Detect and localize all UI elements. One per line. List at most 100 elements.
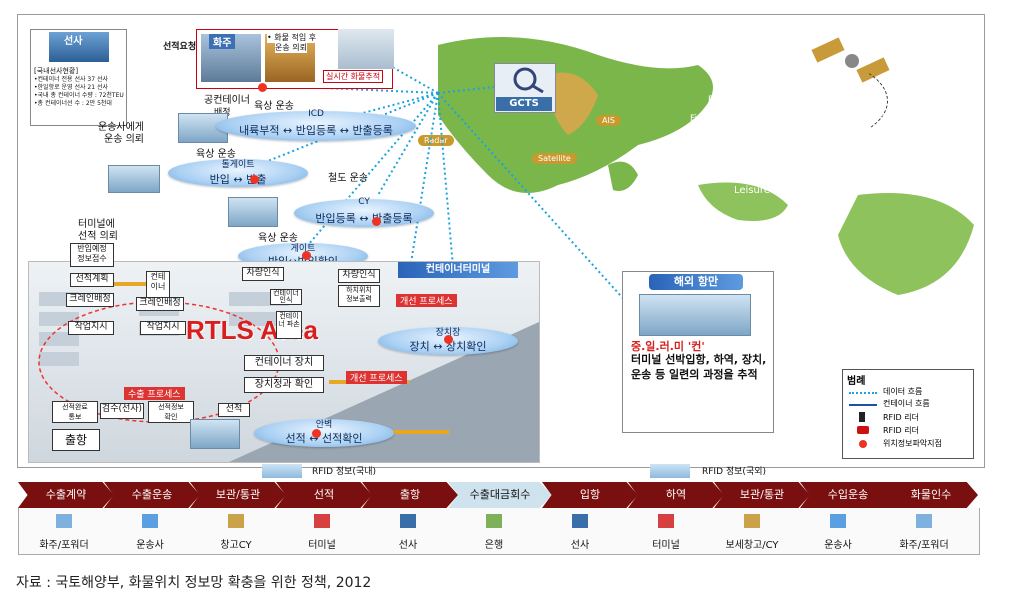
process-step: 출항: [362, 482, 458, 508]
terminal-request-label: 터미널에: [78, 219, 115, 230]
cargo-info-2: 운송 의뢰: [275, 42, 307, 53]
ship-icon: [400, 514, 416, 528]
overseas-highlight: 중.일.러.미 '컨': [631, 340, 705, 353]
legend-title: 범례: [847, 376, 866, 387]
port-zones-list: Port Coastal EEZ Open Sea: [863, 101, 907, 141]
legend-item: RFID 리더: [883, 426, 919, 435]
source-caption: 자료 : 국토해양부, 화물위치 정보망 확충을 위한 정책, 2012: [16, 575, 372, 591]
island-shape-2: [698, 182, 788, 221]
zone-coastal: Coastal: [863, 111, 897, 121]
departure-box: 출항: [52, 429, 100, 451]
ship-icon: [49, 32, 109, 62]
land-transport-label-3: 육상 운송: [258, 233, 298, 244]
process-step: 입항: [542, 482, 638, 508]
crane-assign-box-2: 크레인배정: [136, 297, 184, 311]
actor-item: 화주/포워더: [21, 508, 107, 554]
road-transport-label: 육상 운송: [254, 101, 294, 112]
work-order-box-2: 작업지시: [140, 321, 186, 335]
process-step: 수출계약: [18, 482, 114, 508]
road-transport-label-2: 육상 운송: [196, 149, 236, 160]
export-process-tag: 수출 프로세스: [124, 387, 185, 400]
merchant-vessel-label: Merchant Vessel: [698, 159, 780, 170]
work-order-box: 작업지시: [68, 321, 114, 335]
actor-item: 선사: [537, 508, 623, 554]
improved-process-tag-2: 개선 프로세스: [346, 371, 407, 384]
process-step: 선적: [276, 482, 372, 508]
seal-check-box: 하치위치 정보출력: [338, 285, 380, 307]
process-step: 하역: [628, 482, 724, 508]
icd-title: ICD: [308, 109, 324, 119]
truck-icon: [262, 464, 302, 478]
maritime-accident-label: Maritime Accident: [744, 114, 784, 136]
satellite-tag: Satellite: [532, 153, 577, 164]
actor-item: 운송사: [107, 508, 193, 554]
gate1-node: 톨게이트 반입 ↔ 반출: [168, 159, 308, 187]
continent-shape-2: [838, 193, 974, 295]
zone-eez: EEZ: [863, 121, 881, 131]
island-shape: [608, 161, 638, 191]
terminal-icon: [314, 514, 330, 528]
shipper-item: •국내 총 컨테이너 수량 : 72천TEU: [34, 92, 124, 99]
region-shape: [548, 72, 598, 135]
overseas-port-box: 해외 항만 중.일.러.미 '컨' 터미널 선박입항, 하역, 장치, 운송 등…: [622, 271, 774, 433]
shipper-item: •컨테이너 전용 선사 37 선사: [34, 76, 109, 83]
process-steps: 수출계약 수출운송 보관/통관 선적 출항 수출대금회수 입항 하역 보관/통관…: [18, 482, 978, 508]
actor-item: 터미널: [279, 508, 365, 554]
container-confirm-box: 컨테이너 인식: [270, 289, 302, 305]
process-step: 화물인수: [884, 482, 978, 508]
truck-icon: [142, 514, 158, 528]
check-ship-box: 검수(선사): [100, 403, 144, 419]
terminal-title: 컨테이너터미널: [398, 262, 518, 278]
process-step: 수출운송: [104, 482, 200, 508]
legend-box: 범례 데이터 흐름 컨테이너 흐름 RFID 리더 RFID 리더 위치정보파악…: [842, 369, 974, 459]
rail-photo: [228, 197, 278, 227]
transport-request-label: 운송사에게: [98, 122, 144, 133]
warehouse-icon: [744, 514, 760, 528]
actor-item: 창고CY: [193, 508, 279, 554]
actor-label: 운송사: [136, 540, 164, 551]
truck-icon: [650, 464, 690, 478]
rfid-reader-icon: [859, 412, 865, 422]
actor-item: 터미널: [623, 508, 709, 554]
actor-label: 선사: [570, 540, 590, 551]
yard-text: 장치 ↔ 장치확인: [409, 340, 487, 353]
icd-text: 내륙부적 ↔ 반입등록 ↔ 반출등록: [239, 124, 393, 137]
cargo-info: • 화물 적입 후: [267, 32, 317, 43]
location-point-icon: [312, 429, 321, 438]
realtime-tracking: 실시간 화물추적: [323, 70, 384, 83]
legend-container-flow-line: [849, 404, 877, 406]
terminal-request-label-2: 선적 의뢰: [78, 231, 118, 242]
leisure-vessel-label: Leisure vessel: [734, 185, 805, 196]
cy-node: CY 반입등록 ↔ 반출등록: [294, 197, 434, 227]
rfid-domestic-label: RFID 정보(국내): [312, 467, 377, 477]
shipper-item: •한일항로 운영 선사 21 선사: [34, 84, 109, 91]
container-storage-box: 컨테이너 장치: [244, 355, 324, 371]
location-point-icon: [258, 83, 267, 92]
gcts-label: GCTS: [496, 97, 552, 111]
shipper-list: •컨테이너 전용 선사 37 선사 •한일항로 운영 선사 21 선사 •국내 …: [34, 76, 124, 108]
actor-label: 운송사: [824, 540, 852, 551]
legend-item: RFID 리더: [883, 413, 919, 422]
forwarder-icon: [916, 514, 932, 528]
fishing-vessel-label: Fishing vessel: [690, 114, 722, 136]
actors-row: 화주/포워더 운송사 창고CY 터미널 선사 은행 선사 터미널 보세창고/CY…: [18, 508, 980, 555]
actor-label: 은행: [484, 540, 504, 551]
actor-label: 창고CY: [220, 540, 252, 551]
quay-title: 안벽: [315, 420, 333, 430]
ship-icon: [572, 514, 588, 528]
overseas-text: 터미널 선박입항, 하역, 장치, 운송 등 일련의 과정을 추적: [631, 353, 767, 381]
location-point-icon: [302, 251, 311, 260]
legend-item: 데이터 흐름: [883, 387, 923, 396]
toll-photo: [108, 165, 160, 193]
actor-label: 터미널: [652, 540, 680, 551]
actor-item: 화주/포워더: [881, 508, 967, 554]
legend-item: 컨테이너 흐름: [883, 399, 930, 408]
terminal-icon: [658, 514, 674, 528]
truck-icon: [830, 514, 846, 528]
yard-title: 장치장: [435, 328, 461, 338]
overseas-port-photo: [639, 294, 751, 336]
damage-box: 컨테이너 파손: [276, 311, 302, 339]
process-step: 보관/통관: [190, 482, 286, 508]
vehicle-id-box: 차량인식: [338, 269, 380, 283]
location-point-legend-icon: [859, 440, 867, 448]
